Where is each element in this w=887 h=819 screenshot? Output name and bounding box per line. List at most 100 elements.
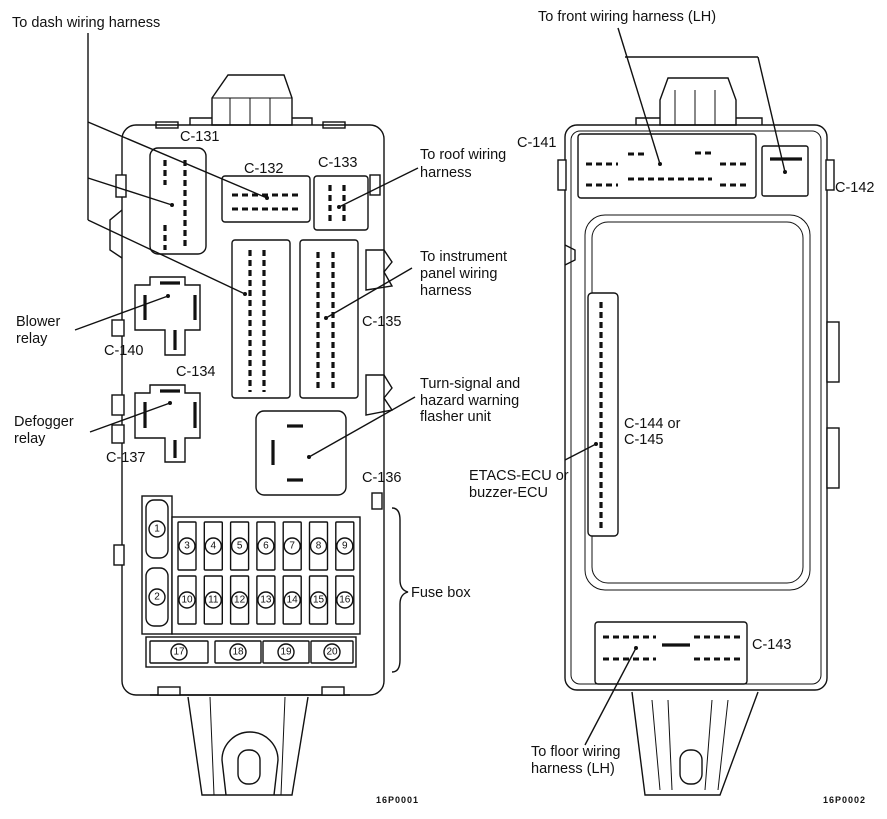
fuse-number-circle xyxy=(336,591,354,609)
fuse-number: 3 xyxy=(184,541,190,552)
fuse-number-circle xyxy=(230,591,249,609)
fuse-slot-4: 4 xyxy=(203,521,224,571)
fuse-number: 12 xyxy=(234,595,246,606)
label-c141: C-141 xyxy=(517,135,557,151)
connector-c144-c145 xyxy=(587,292,619,537)
fuse-number-circle xyxy=(283,537,301,555)
fuse-slot-10: 10 xyxy=(177,575,197,625)
fuse-number-circle xyxy=(178,591,196,609)
fuse-slot-14: 14 xyxy=(282,575,302,625)
label-instrument-3: harness xyxy=(420,283,472,299)
label-c143: C-143 xyxy=(752,637,792,653)
connector-c135 xyxy=(299,239,359,399)
label-flasher-2: hazard warning xyxy=(420,393,519,409)
label-blower-2: relay xyxy=(16,331,48,347)
fuse-number: 15 xyxy=(313,595,325,606)
label-instrument-1: To instrument xyxy=(420,249,507,265)
fuse-number: 5 xyxy=(237,541,243,552)
fuse-slot-12: 12 xyxy=(229,575,250,625)
fuse-slot-7: 7 xyxy=(282,521,302,571)
fuse-slot-15: 15 xyxy=(308,575,329,625)
label-c144-2: C-145 xyxy=(624,432,664,448)
fuse-number-circle xyxy=(283,591,301,609)
fuse-number: 17 xyxy=(173,647,185,658)
label-c132: C-132 xyxy=(244,161,284,177)
fuse-number: 10 xyxy=(181,595,193,606)
fuse-number: 20 xyxy=(326,647,338,658)
label-c142: C-142 xyxy=(835,180,875,196)
fuse-number: 14 xyxy=(287,595,299,606)
fuse-number-circle xyxy=(229,643,247,661)
label-flasher-1: Turn-signal and xyxy=(420,376,520,392)
defogger-relay-c137 xyxy=(134,384,201,463)
fuse-number-circle xyxy=(309,537,328,555)
fuse-number: 9 xyxy=(342,541,348,552)
label-defogger-1: Defogger xyxy=(14,414,74,430)
left-leader-lines xyxy=(74,33,419,458)
fuse-number: 18 xyxy=(232,647,244,658)
fuse-number: 4 xyxy=(211,541,217,552)
label-c140: C-140 xyxy=(104,343,144,359)
label-roof-harness-2: harness xyxy=(420,165,472,181)
fuse-slot-8: 8 xyxy=(308,521,329,571)
label-blower-1: Blower xyxy=(16,314,60,330)
fuse-number-circle xyxy=(148,520,166,538)
right-junction-block: To front wiring harness (LH) C-141 C-142… xyxy=(469,9,875,805)
fuse-slot-11: 11 xyxy=(203,575,224,625)
top-housing xyxy=(211,74,293,126)
right-mounting-bracket xyxy=(631,691,759,796)
fuse-slot-2: 2 xyxy=(145,567,169,627)
connector-c141 xyxy=(577,133,757,199)
fuse-number: 16 xyxy=(339,595,351,606)
label-c131: C-131 xyxy=(180,129,220,145)
fuse-number: 2 xyxy=(154,592,160,603)
fuse-number-circle xyxy=(230,537,249,555)
label-c134: C-134 xyxy=(176,364,216,380)
fuse-slot-13: 13 xyxy=(256,575,276,625)
fuse-number-circle xyxy=(336,537,354,555)
fuse-slot-1: 1 xyxy=(145,499,169,559)
fuse-number-circle xyxy=(170,643,188,661)
label-c137: C-137 xyxy=(106,450,146,466)
fuse-number-circle xyxy=(178,537,196,555)
fuse-number-circle xyxy=(277,643,295,661)
fuse-slot-16: 16 xyxy=(335,575,355,625)
figure-code-right: 16P0002 xyxy=(823,795,866,805)
label-instrument-2: panel wiring xyxy=(420,266,497,282)
right-body-outline xyxy=(564,124,828,691)
fuse-number: 13 xyxy=(260,595,272,606)
fuse-number-circle xyxy=(204,537,223,555)
label-etacs-1: ETACS-ECU or xyxy=(469,468,569,484)
figure-code-left: 16P0001 xyxy=(376,795,419,805)
fuse-slot-3: 3 xyxy=(177,521,197,571)
connector-c134 xyxy=(231,239,291,399)
label-dash-harness: To dash wiring harness xyxy=(12,15,160,31)
connector-c133 xyxy=(313,175,369,231)
label-c136: C-136 xyxy=(362,470,402,486)
fuse-number: 8 xyxy=(316,541,322,552)
mount-hole xyxy=(237,749,261,785)
fuse-slot-5: 5 xyxy=(229,521,250,571)
right-leader-lines xyxy=(564,27,786,746)
label-flasher-3: flasher unit xyxy=(420,409,491,425)
label-fuse-box: Fuse box xyxy=(411,585,471,601)
fuse-number-circle xyxy=(148,588,166,606)
flasher-unit-c136 xyxy=(255,410,347,496)
fuse-slot-9: 9 xyxy=(335,521,355,571)
label-floor-2: harness (LH) xyxy=(531,761,615,777)
label-c144-1: C-144 or xyxy=(624,416,681,432)
fuse-number: 1 xyxy=(154,524,160,535)
mounting-bracket xyxy=(187,696,309,796)
blower-relay-c140 xyxy=(134,276,201,356)
fuse-number-circle xyxy=(323,643,341,661)
connector-c131 xyxy=(149,147,207,255)
fuse-number: 11 xyxy=(208,595,219,606)
fuse-slot-6: 6 xyxy=(256,521,276,571)
connector-c132 xyxy=(221,175,311,223)
right-mount-hole xyxy=(679,749,703,785)
connector-c143 xyxy=(594,621,748,685)
fuse-number-circle xyxy=(204,591,223,609)
fuse-slot-19: 19 xyxy=(262,640,310,664)
